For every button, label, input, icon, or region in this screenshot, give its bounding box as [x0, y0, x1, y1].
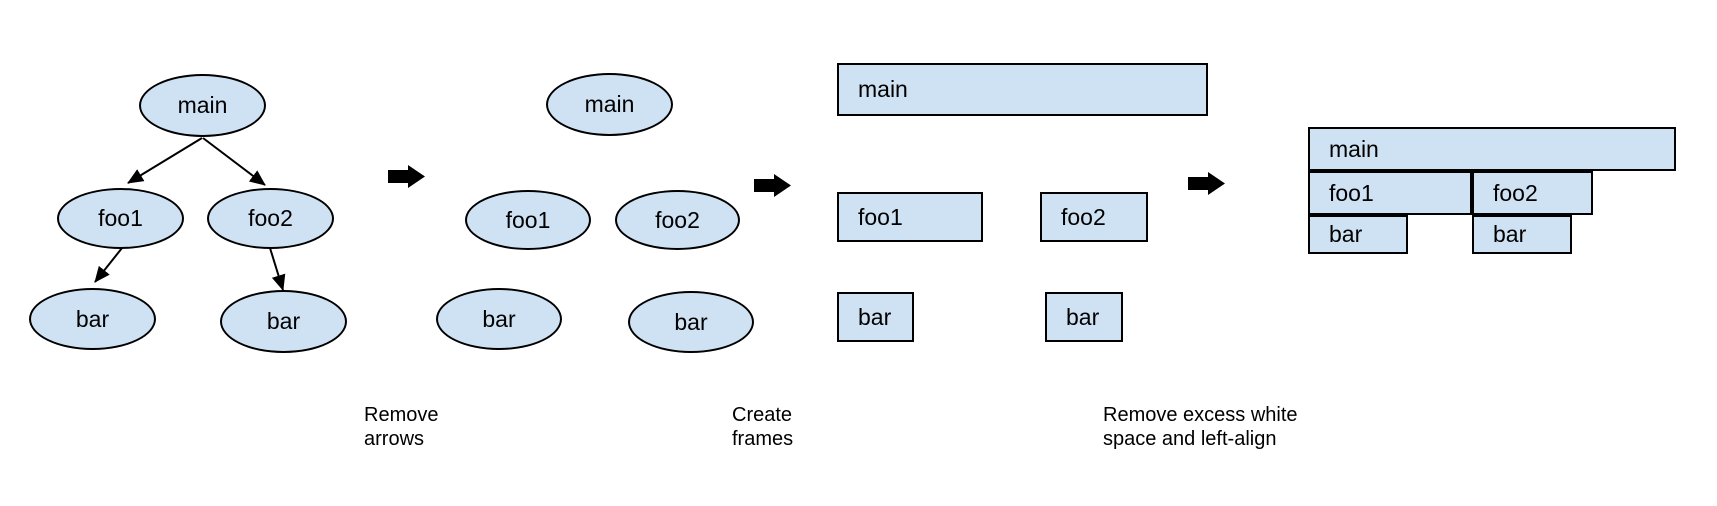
frame-foo1: foo1 [837, 192, 983, 242]
tree-node-main: main [139, 74, 266, 137]
tree-node-main-label: main [177, 92, 228, 118]
step-arrow-left-align [1188, 172, 1225, 195]
caption-remove-arrows: Remove arrows [364, 404, 439, 450]
noarrow-node-bar-left: bar [436, 288, 562, 350]
noarrow-node-foo2-label: foo2 [655, 206, 700, 233]
flame-bar-right-label: bar [1493, 221, 1527, 247]
noarrow-node-main: main [546, 73, 673, 136]
flame-foo1: foo1 [1308, 171, 1472, 215]
tree-node-bar-left-label: bar [75, 305, 110, 332]
flame-main-label: main [1329, 135, 1379, 162]
noarrow-node-main-label: main [584, 91, 635, 117]
flame-bar-right: bar [1472, 215, 1572, 254]
frame-bar-left-label: bar [858, 303, 892, 330]
edge-main-to-foo2 [202, 137, 266, 186]
flame-main: main [1308, 127, 1676, 171]
step-arrow-remove-arrows [388, 165, 425, 188]
noarrow-node-foo1-label: foo1 [505, 206, 551, 233]
tree-node-bar-right-label: bar [266, 308, 301, 334]
noarrow-node-bar-right-label: bar [674, 308, 708, 335]
flame-foo2-label: foo2 [1493, 179, 1538, 206]
frame-foo2: foo2 [1040, 192, 1148, 242]
flame-bar-left-label: bar [1329, 221, 1363, 247]
frame-foo2-label: foo2 [1061, 203, 1106, 230]
tree-node-foo2: foo2 [207, 188, 334, 249]
flame-foo2: foo2 [1472, 171, 1593, 215]
edge-main-to-foo1 [127, 137, 203, 184]
edge-foo2-to-bar [269, 247, 286, 291]
tree-node-foo2-label: foo2 [248, 205, 293, 231]
noarrow-node-bar-left-label: bar [482, 305, 516, 332]
tree-node-foo1: foo1 [57, 188, 184, 249]
edge-foo1-to-bar [94, 247, 123, 283]
noarrow-node-bar-right: bar [628, 291, 754, 353]
frame-bar-right-label: bar [1066, 303, 1100, 330]
tree-node-foo1-label: foo1 [98, 205, 143, 231]
caption-create-frames: Create frames [732, 404, 794, 450]
frame-main-label: main [858, 76, 908, 102]
tree-node-bar-left: bar [29, 288, 156, 350]
frame-foo1-label: foo1 [858, 203, 903, 230]
tree-node-bar-right: bar [220, 290, 347, 353]
noarrow-node-foo2: foo2 [615, 190, 740, 250]
step-arrow-create-frames [754, 174, 791, 197]
caption-left-align: Remove excess white space and left-align [1103, 404, 1298, 450]
flame-foo1-label: foo1 [1329, 179, 1374, 206]
frame-main: main [837, 63, 1208, 116]
frame-bar-left: bar [837, 292, 914, 342]
noarrow-node-foo1: foo1 [465, 190, 591, 250]
flame-bar-left: bar [1308, 215, 1408, 254]
frame-bar-right: bar [1045, 292, 1123, 342]
